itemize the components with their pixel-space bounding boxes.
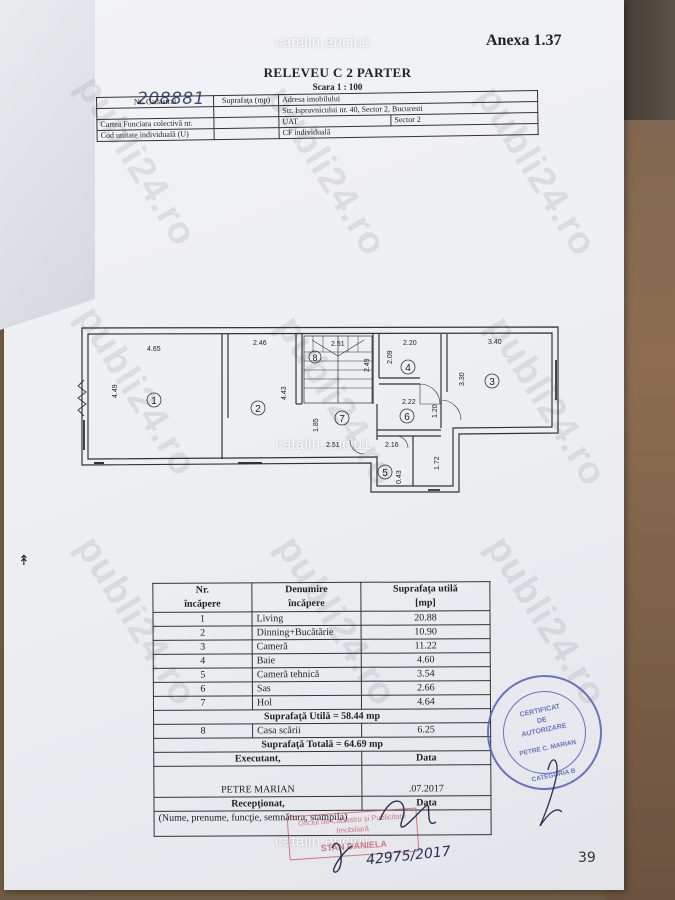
dimension-label: 4.43: [281, 386, 288, 400]
dimension-label: 2.22: [402, 399, 416, 406]
dimension-label: 2.51: [326, 442, 340, 449]
dimension-label: 2.46: [253, 340, 267, 347]
dimension-label: 3.30: [459, 372, 466, 386]
page-number: 39: [578, 850, 596, 866]
room-number: 2: [255, 404, 261, 415]
room-number: 8: [312, 353, 317, 363]
dimension-label: 2.16: [385, 442, 399, 449]
dimension-label: 2.49: [364, 358, 371, 372]
watermark-user: catalin.enciu1: [275, 436, 371, 453]
room-number: 5: [382, 468, 388, 479]
dimension-label: 4.49: [112, 384, 119, 398]
scale-label: Scara 1 : 100: [312, 82, 363, 92]
dimension-label: 1.72: [434, 456, 441, 470]
watermark-user: catalin.enciu1: [275, 34, 371, 51]
dimension-label: 0.43: [396, 470, 403, 484]
dimension-label: 1.20: [432, 404, 439, 418]
room-number: 6: [404, 412, 410, 423]
room-number: 7: [339, 414, 345, 425]
document-page: [4, 0, 624, 890]
dimension-label: 3.40: [488, 339, 502, 346]
watermark-user: catalin.enciu1: [275, 833, 371, 850]
handwritten-number: 208881: [137, 89, 205, 109]
dimension-label: 2.09: [387, 350, 394, 364]
dimension-label: 1.85: [313, 418, 320, 432]
dimension-label: 2.51: [331, 341, 345, 348]
north-arrow-icon: ↟: [18, 552, 30, 568]
anexa-label: Anexa 1.37: [486, 32, 562, 49]
room-number: 4: [405, 363, 411, 374]
dimension-label: 4.65: [147, 346, 161, 353]
room-number: 3: [489, 377, 495, 388]
dimension-label: 2.20: [403, 340, 417, 347]
document-title: RELEVEU C 2 PARTER: [263, 65, 412, 80]
room-number: 1: [151, 396, 157, 407]
